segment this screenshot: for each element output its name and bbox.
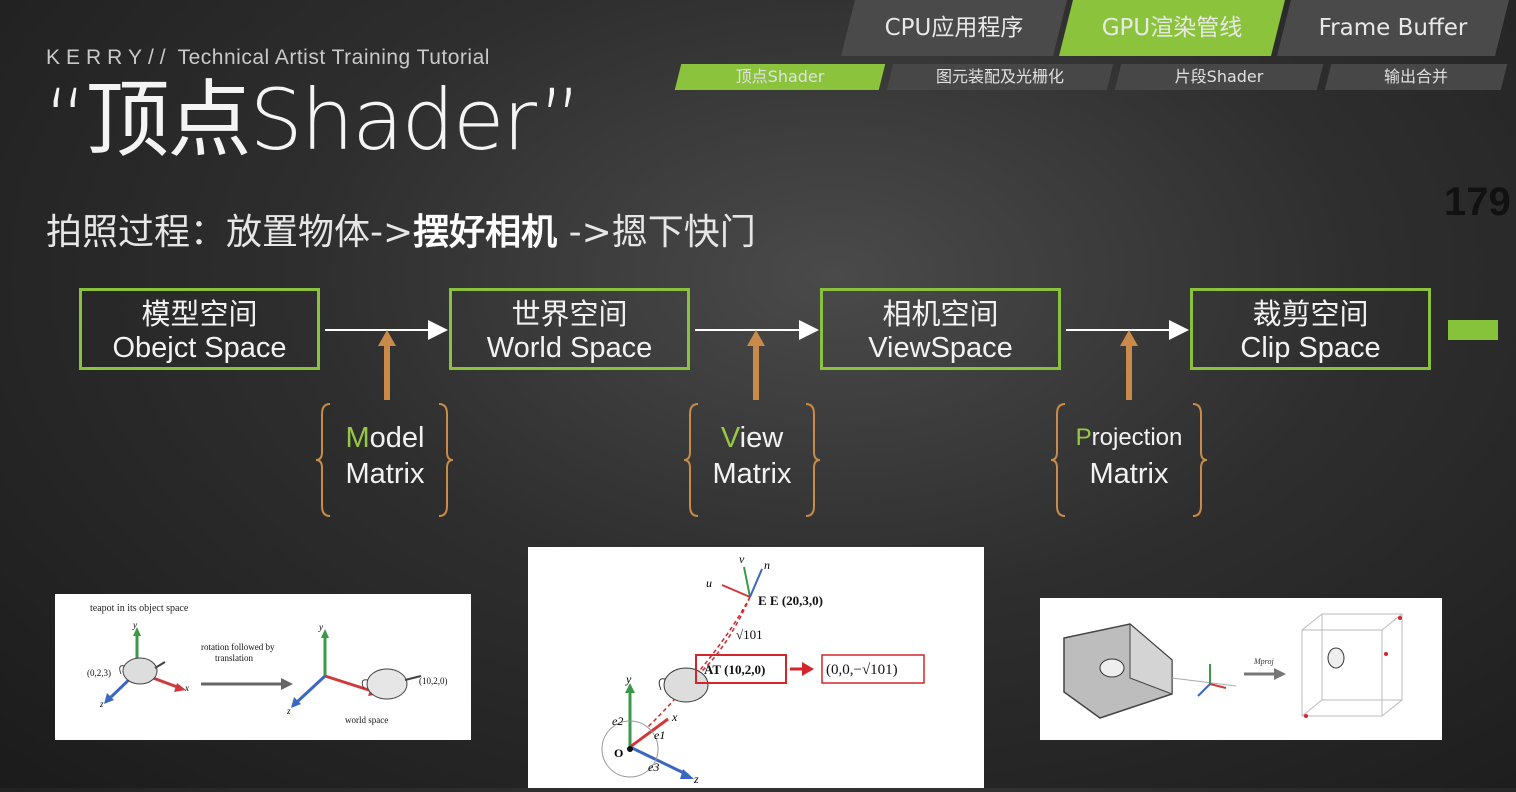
axis-y-mid: y (625, 672, 632, 686)
axis-z-mid: z (693, 772, 699, 786)
brand-line: KERRY// Technical Artist Training Tutori… (46, 46, 490, 70)
eye-label: E E (20,3,0) (758, 593, 823, 608)
axis-y-b: y (318, 622, 323, 632)
bracket-left-1 (315, 403, 331, 517)
axis-v: v (739, 552, 745, 566)
matrix-up-arrow-1 (378, 330, 396, 400)
space-box-view: 相机空间 ViewSpace (820, 288, 1061, 370)
model-line2: Matrix (345, 458, 425, 490)
e1-label: e1 (654, 728, 665, 742)
brand-name: KERRY// (46, 46, 172, 69)
space-cn: 相机空间 (882, 297, 999, 331)
figure-object-to-world: teapot in its object space y x z (0,2,3)… (55, 594, 471, 740)
space-en: Clip Space (1240, 332, 1381, 364)
subtitle-prefix: 拍照过程：放置物体-> (46, 212, 414, 253)
teapot-mid-icon (658, 667, 709, 703)
camera-axes: v u n (706, 552, 770, 598)
world-axes-mid: y x z (625, 672, 699, 786)
teapot-frustum-icon (1099, 658, 1125, 678)
matrix-up-arrow-2 (747, 330, 765, 400)
e2-label: e2 (612, 714, 623, 728)
projection-matrix-label: Projection Matrix (1059, 420, 1199, 492)
proj-arrow (1244, 668, 1286, 680)
side-number: 179 (1444, 180, 1511, 224)
origin-dot (627, 746, 633, 752)
model-matrix-label: Model Matrix (320, 420, 450, 492)
axis-x-mid: x (671, 710, 678, 724)
teapot-object-space-icon (119, 657, 166, 685)
space-box-clip: 裁剪空间 Clip Space (1190, 288, 1431, 370)
axis-y-a: y (132, 620, 137, 630)
axis-n: n (764, 558, 770, 572)
axis-z-a: z (99, 699, 104, 709)
frustum-axes (1197, 664, 1227, 697)
space-en: Obejct Space (112, 332, 287, 364)
at-label: AT (10,2,0) (704, 662, 765, 677)
model-rest: odel (369, 422, 425, 454)
page-title: “顶点Shader” (44, 71, 582, 169)
view-matrix-label: View Matrix (687, 420, 817, 492)
world-label: world space (345, 715, 388, 725)
bracket-right-2 (805, 403, 821, 517)
brand-tagline: Technical Artist Training Tutorial (177, 46, 490, 69)
sqrt-label: √101 (736, 627, 763, 642)
e3-label: e3 (648, 760, 659, 774)
dashed-path-2 (647, 596, 751, 728)
space-box-world: 世界空间 World Space (449, 288, 690, 370)
bracket-right-3 (1192, 403, 1208, 517)
view-rest: iew (739, 422, 784, 454)
coord-b: (10,2,0) (419, 676, 448, 686)
bracket-left-2 (683, 403, 699, 517)
view-line2: Matrix (712, 458, 792, 490)
teapot-clip-icon (1327, 647, 1345, 669)
space-cn: 裁剪空间 (1252, 297, 1369, 331)
axes-world-space: y x z (286, 622, 385, 716)
clip-cube-icon (1301, 613, 1403, 717)
transform-arrow (201, 678, 293, 690)
subtitle: 拍照过程：放置物体->摆好相机 ->摁下快门 (46, 203, 756, 255)
teapot-world-space-icon (361, 668, 422, 700)
bracket-left-3 (1050, 403, 1066, 517)
projection-rest: rojection (1091, 424, 1183, 451)
arrow-caption-1: rotation followed by (201, 642, 275, 652)
model-initial: M (345, 422, 370, 454)
view-initial: V (720, 422, 740, 454)
axis-z-b: z (286, 706, 291, 716)
space-cn: 世界空间 (511, 297, 628, 331)
bracket-right-1 (438, 403, 454, 517)
axis-x-a: x (184, 683, 189, 693)
figure-camera-space: v u n E E (20,3,0) √101 AT (10,2,0) (0,0… (528, 547, 984, 788)
sphere-icon (601, 720, 659, 778)
matrix-up-arrow-3 (1120, 330, 1138, 400)
projection-line2: Matrix (1089, 458, 1169, 490)
at-box (695, 654, 787, 684)
green-stub (1448, 320, 1498, 340)
fig-left-caption: teapot in its object space (90, 603, 189, 614)
result-arrow (790, 662, 814, 676)
origin-label: O (614, 746, 623, 760)
dashed-path-1 (697, 596, 751, 676)
arrow-caption-2: translation (215, 653, 253, 663)
result-box (821, 654, 925, 684)
figure-projection: Mproj (1040, 598, 1442, 740)
coord-a: (0,2,3) (87, 668, 111, 678)
space-box-object: 模型空间 Obejct Space (79, 288, 320, 370)
space-en: ViewSpace (868, 332, 1013, 364)
space-en: World Space (486, 332, 653, 364)
mproj-label: Mproj (1253, 657, 1274, 666)
subtitle-bold: 摆好相机 (413, 212, 558, 253)
result-label: (0,0,−√101) (826, 662, 898, 678)
axis-u: u (706, 576, 712, 590)
projection-initial: P (1075, 424, 1092, 451)
space-cn: 模型空间 (141, 297, 258, 331)
subtitle-suffix: ->摁下快门 (557, 212, 756, 253)
